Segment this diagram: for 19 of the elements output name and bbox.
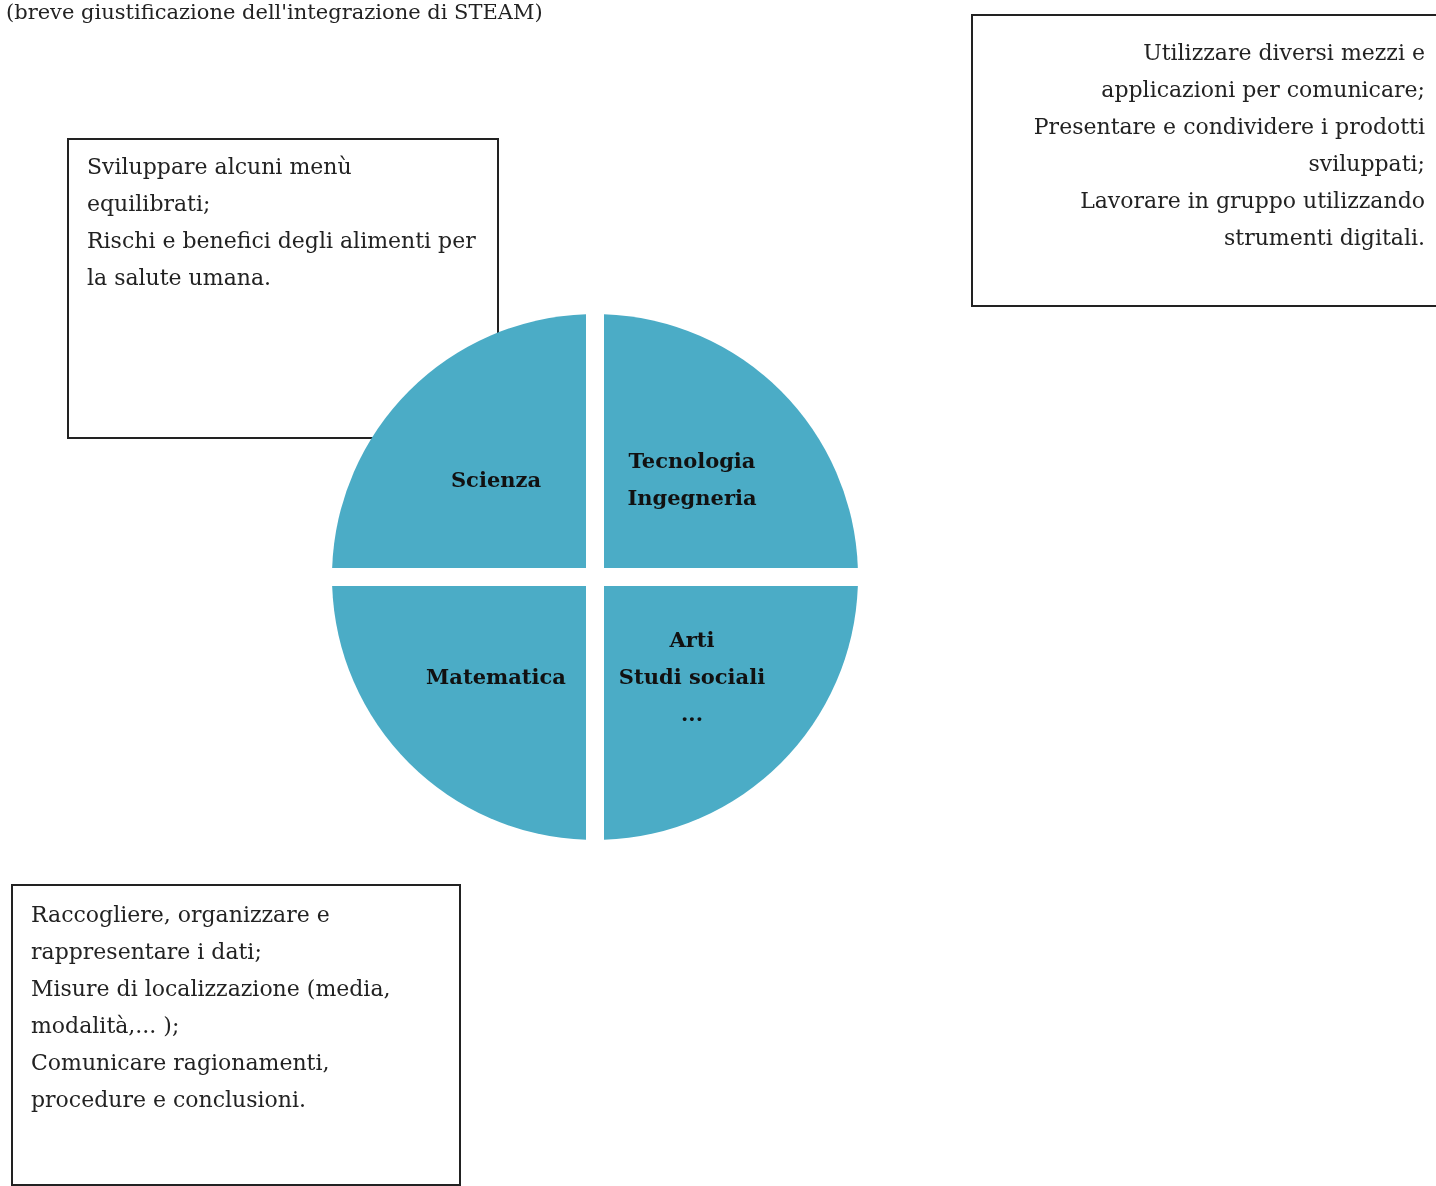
box-text: Rischi e benefici degli alimenti per la salute umana. [87,227,477,292]
subject-label: Studi sociali [618,662,766,691]
text-box [971,14,1436,307]
text-box [67,138,499,439]
subject-label: Ingegneria [627,484,757,512]
box-text: Sviluppare alcuni menù equilibrati; [87,153,353,218]
subject-label: Arti [669,625,715,654]
subject-label: Scienza [450,465,542,494]
subject-label: Tecnologia [628,447,756,475]
subject-label: Matematica [426,662,566,691]
subject-label: ... [681,699,703,728]
box-text: Presentare e condividere i prodotti sviluppati; [1033,113,1425,178]
box-text: Lavorare in gruppo utilizzando strumenti digitali. [1079,187,1425,252]
subtitle-note: (breve giustificazione dell'integrazione di STEAM) [6,0,543,24]
box-text: Misure di localizzazione (media, modalità,... ); [31,975,392,1040]
box-text: Comunicare ragionamenti, procedure e conclusioni. [31,1049,331,1114]
box-text: Raccogliere, organizzare e rappresentare i dati; [31,901,331,966]
box-text: Utilizzare diversi mezzi e applicazioni per comunicare; [1100,39,1425,104]
text-box [11,884,461,1186]
